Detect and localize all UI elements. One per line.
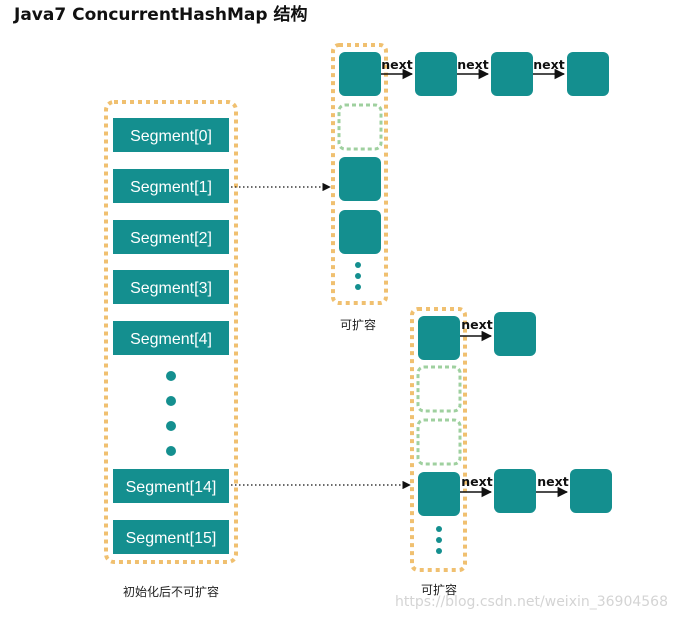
- segment-14-label: Segment[14]: [126, 479, 217, 496]
- segment-15-label: Segment[15]: [126, 530, 217, 547]
- list-node: [570, 469, 612, 513]
- list-node: [494, 312, 536, 356]
- next-label: next: [461, 474, 492, 489]
- table-1-bucket-0: [339, 52, 381, 96]
- segment-15: Segment[15]: [113, 520, 229, 554]
- table-1-ellipsis-dot: [355, 284, 361, 290]
- diagram-title: Java7 ConcurrentHashMap 结构: [13, 4, 307, 25]
- segment-3-label: Segment[3]: [130, 280, 212, 297]
- table-2-bucket-3: [418, 472, 460, 516]
- table-2-bucket-0: [418, 316, 460, 360]
- watermark: https://blog.csdn.net/weixin_36904568: [395, 594, 668, 610]
- list-node: [567, 52, 609, 96]
- list-node: [415, 52, 457, 96]
- segment-array-caption: 初始化后不可扩容: [123, 584, 219, 599]
- table-1-ellipsis-dot: [355, 262, 361, 268]
- table-1-bucket-2: [339, 157, 381, 201]
- segment-4: Segment[4]: [113, 321, 229, 355]
- segment-2: Segment[2]: [113, 220, 229, 254]
- table-1-caption: 可扩容: [340, 317, 376, 332]
- segment-4-label: Segment[4]: [130, 331, 212, 348]
- segment-14: Segment[14]: [113, 469, 229, 503]
- next-label: next: [381, 57, 412, 72]
- table-2-container: [410, 307, 467, 572]
- table-1-bucket-3: [339, 210, 381, 254]
- segment-2-label: Segment[2]: [130, 230, 212, 247]
- list-node: [494, 469, 536, 513]
- segment-array-container: [104, 100, 238, 564]
- next-label: next: [457, 57, 488, 72]
- table-2-bucket-1-empty: [416, 365, 462, 413]
- next-label: next: [537, 474, 568, 489]
- segment-1: Segment[1]: [113, 169, 229, 203]
- next-label: next: [461, 317, 492, 332]
- list-node: [491, 52, 533, 96]
- table-2-ellipsis-dot: [436, 537, 442, 543]
- table-2-ellipsis-dot: [436, 526, 442, 532]
- segment-3: Segment[3]: [113, 270, 229, 304]
- segment-ellipsis-dot: [166, 446, 176, 456]
- table-2-ellipsis-dot: [436, 548, 442, 554]
- segment-ellipsis-dot: [166, 421, 176, 431]
- next-label: next: [533, 57, 564, 72]
- table-2-caption: 可扩容: [421, 582, 457, 597]
- segment-1-label: Segment[1]: [130, 179, 212, 196]
- table-1-ellipsis-dot: [355, 273, 361, 279]
- segment-0-label: Segment[0]: [130, 128, 212, 145]
- table-1-bucket-1-empty: [337, 103, 383, 151]
- table-2-bucket-2-empty: [416, 418, 462, 466]
- segment-ellipsis-dot: [166, 396, 176, 406]
- segment-ellipsis-dot: [166, 371, 176, 381]
- segment-0: Segment[0]: [113, 118, 229, 152]
